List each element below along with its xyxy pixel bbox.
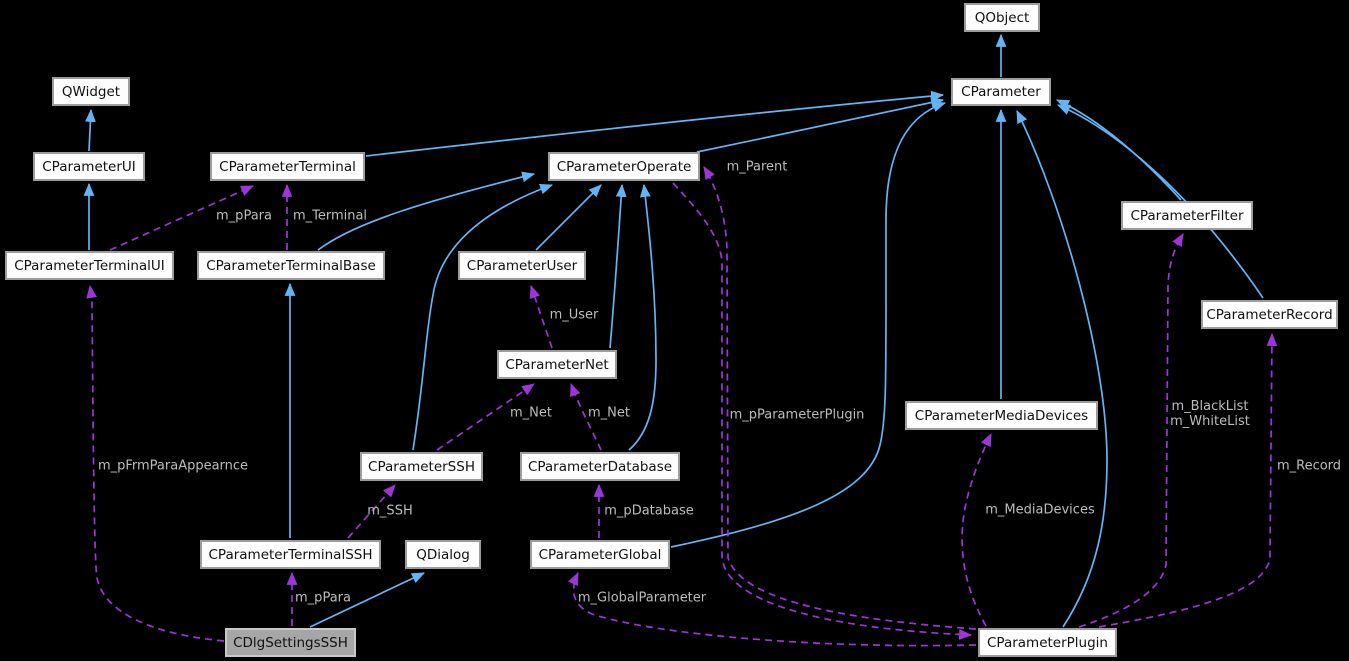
class-node-CDlgSettingsSSH[interactable]: CDlgSettingsSSH [225,628,356,657]
edge-CParameterOperate-CParameter [696,97,945,153]
class-node-CParameterSSH[interactable]: CParameterSSH [360,452,483,481]
edge-CParameterOperate-CParameterPlugin-m_pParameterPlugin [672,182,973,640]
edge-CParameterPlugin-CParameter [1016,110,1108,628]
class-node-CParameterFilter[interactable]: CParameterFilter [1121,201,1253,230]
edge-CParameterPlugin-CParameterMediaDevices-m_MediaDevices [961,433,992,627]
edge-CParameterUI-QWidget [85,108,96,152]
edge-CParameterNet-CParameterUser-m_User [529,284,553,349]
class-node-CParameterTerminalSSH[interactable]: CParameterTerminalSSH [200,540,381,569]
edge-CParameterGlobal-CParameter [670,101,947,548]
edge-CParameterPlugin-CParameterRecord-m_Record [1098,332,1278,628]
edge-CParameterDatabase-CParameterOperate [628,183,657,451]
edge-CParameterUser-CParameterOperate [535,184,602,251]
class-node-CParameterRecord[interactable]: CParameterRecord [1201,300,1338,329]
edge-CParameterTerminal-CParameter [365,90,945,157]
class-node-CParameterPlugin[interactable]: CParameterPlugin [978,628,1117,657]
class-node-QWidget[interactable]: QWidget [52,77,130,106]
class-node-CParameterMediaDevices[interactable]: CParameterMediaDevices [905,401,1098,430]
class-node-CParameterDatabase[interactable]: CParameterDatabase [520,452,680,481]
edge-CParameterDatabase-CParameterNet-m_Net [570,382,602,451]
class-node-QDialog[interactable]: QDialog [405,540,481,569]
class-node-CParameterTerminal[interactable]: CParameterTerminal [210,152,365,181]
edge-CParameterFilter-CParameter [1056,99,1182,201]
edge-CParameterSSH-CParameterOperate [412,183,554,451]
class-node-CParameterNet[interactable]: CParameterNet [497,350,617,379]
edge-CParameterPlugin-CParameterFilter-m_BlackList [1078,233,1184,628]
edge-CParameterTerminalBase-CParameterOperate [317,171,536,251]
edge-CParameterTerminalUI-CParameterTerminal-m_pPara [109,185,254,251]
class-node-CParameterUser[interactable]: CParameterUser [458,251,586,280]
class-node-CParameterGlobal[interactable]: CParameterGlobal [530,540,670,569]
class-node-CParameterTerminalBase[interactable]: CParameterTerminalBase [197,251,385,280]
edge-CParameterTerminalSSH-CParameterSSH-m_SSH [347,484,396,539]
edge-CDlgSettingsSSH-QDialog [309,572,425,628]
class-node-CParameterOperate[interactable]: CParameterOperate [548,152,700,181]
edge-CParameterPlugin-CParameterOperate-m_Parent [703,166,977,630]
edge-CDlgSettingsSSH-CParameterTerminalUI-m_pFrmParaAppearnce [86,284,225,642]
class-node-CParameterTerminalUI[interactable]: CParameterTerminalUI [5,251,174,280]
class-node-QObject[interactable]: QObject [964,3,1040,32]
class-node-CParameterUI[interactable]: CParameterUI [33,152,145,181]
edge-CParameterSSH-CParameterNet-m_Net [436,383,535,451]
class-node-CParameter[interactable]: CParameter [951,78,1051,106]
edge-CParameterRecord-CParameter [1057,104,1264,299]
edge-CParameterPlugin-CParameterGlobal-m_GlobalParameter [568,572,977,647]
edge-CParameterNet-CParameterOperate [609,183,627,349]
